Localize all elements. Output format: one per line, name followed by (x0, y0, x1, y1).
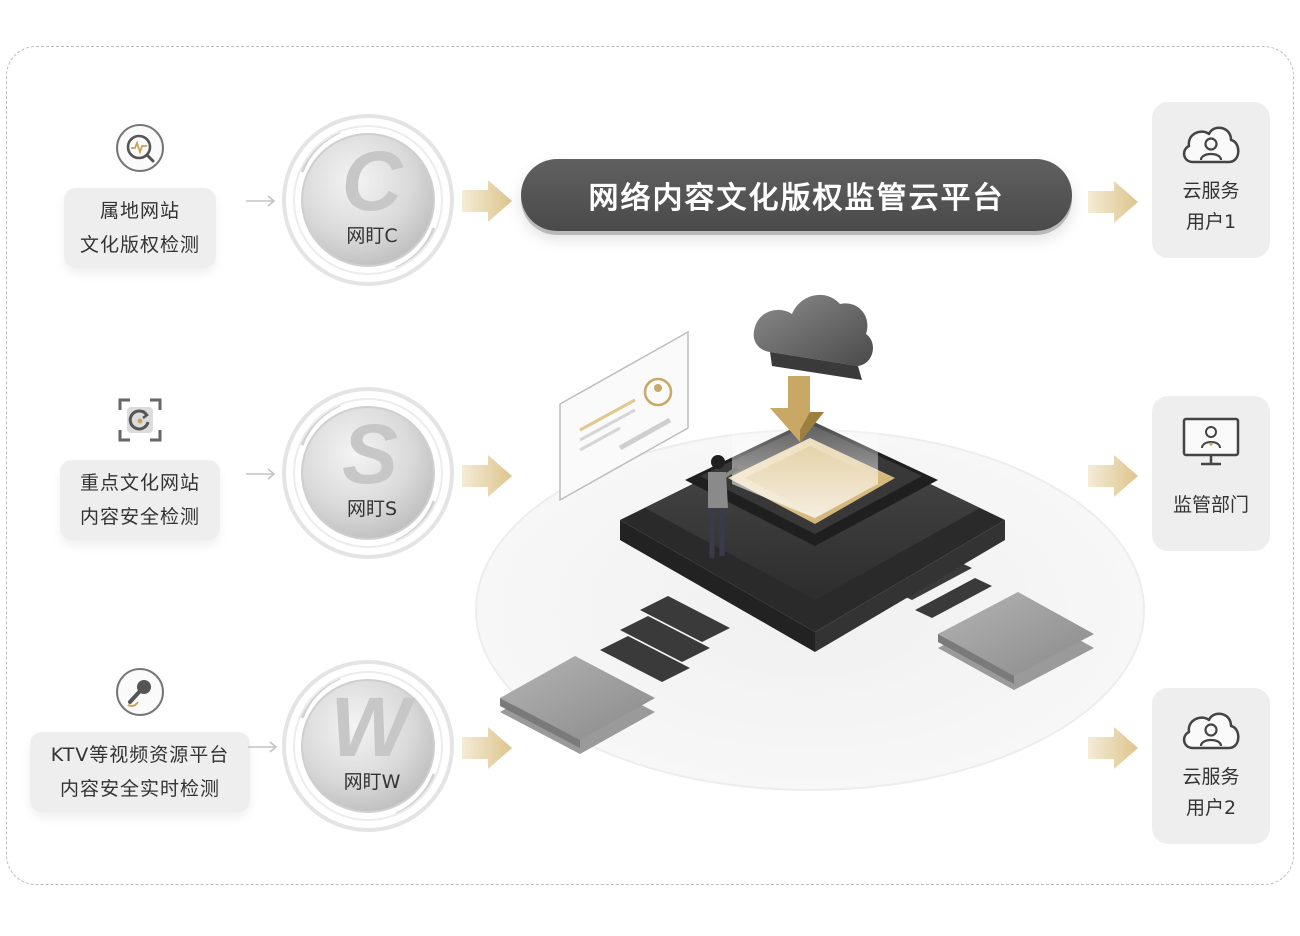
cloud-platform-illustration (475, 294, 1145, 791)
search-monitor-icon (116, 124, 164, 172)
coin-badge-c: C (282, 114, 454, 286)
gold-arrow-right-icon (462, 455, 512, 497)
arrow-right-icon (248, 741, 278, 753)
person-figure (708, 455, 740, 558)
user-card-line1: 云服务 (1182, 766, 1240, 788)
coin-letter: C (342, 134, 404, 228)
data-plate-right (938, 592, 1094, 690)
microphone-icon (116, 668, 164, 716)
user-card-cloud-user-2: 云服务 用户2 (1152, 688, 1270, 844)
data-plate-left (500, 656, 655, 754)
platform-title-bar: 网络内容文化版权监管云平台 (521, 159, 1072, 231)
source-card-ktv-platforms: KTV等视频资源平台 内容安全实时检测 (30, 732, 250, 812)
diagram-frame (6, 46, 1294, 885)
coin-letter: S (342, 407, 398, 501)
cloud-user-icon (1182, 712, 1240, 750)
platform-title: 网络内容文化版权监管云平台 (588, 181, 1005, 216)
user-card-cloud-user-1: 云服务 用户1 (1152, 102, 1270, 258)
product-label-s: 网盯S (346, 498, 398, 520)
cloud-icon (753, 294, 873, 380)
cloud-user-icon (1182, 126, 1240, 164)
user-card-regulator: 监管部门 (1152, 396, 1270, 551)
source-card-line2: 文化版权检测 (79, 234, 200, 256)
coin-badge-w: W (282, 660, 454, 832)
source-card-local-sites: 属地网站 文化版权检测 (64, 188, 216, 268)
gold-arrow-right-icon (462, 180, 512, 222)
gold-arrow-right-icon (1088, 455, 1138, 497)
source-card-line2: 内容安全实时检测 (59, 778, 220, 800)
coin-letter: W (330, 680, 416, 774)
user-card-line1: 云服务 (1182, 180, 1240, 202)
source-card-key-sites: 重点文化网站 内容安全检测 (60, 460, 220, 540)
monitor-user-icon (1182, 417, 1240, 466)
gold-arrow-right-icon (1088, 181, 1138, 223)
arrow-right-icon (246, 195, 276, 207)
scan-refresh-icon (118, 398, 162, 442)
product-label-w: 网盯W (343, 771, 401, 793)
source-card-line1: 重点文化网站 (79, 472, 200, 494)
user-card-line1: 监管部门 (1172, 494, 1249, 516)
user-card-line2: 用户1 (1185, 211, 1237, 233)
source-card-line1: KTV等视频资源平台 (50, 744, 230, 766)
gold-arrow-right-icon (1088, 727, 1138, 769)
gold-arrow-right-icon (462, 727, 512, 769)
floating-screen (559, 330, 689, 502)
arrow-right-icon (246, 468, 276, 480)
product-label-c: 网盯C (346, 225, 398, 247)
source-card-line1: 属地网站 (99, 200, 180, 222)
user-card-line2: 用户2 (1185, 797, 1237, 819)
source-card-line2: 内容安全检测 (79, 506, 200, 528)
coin-badge-s: S (282, 387, 454, 559)
